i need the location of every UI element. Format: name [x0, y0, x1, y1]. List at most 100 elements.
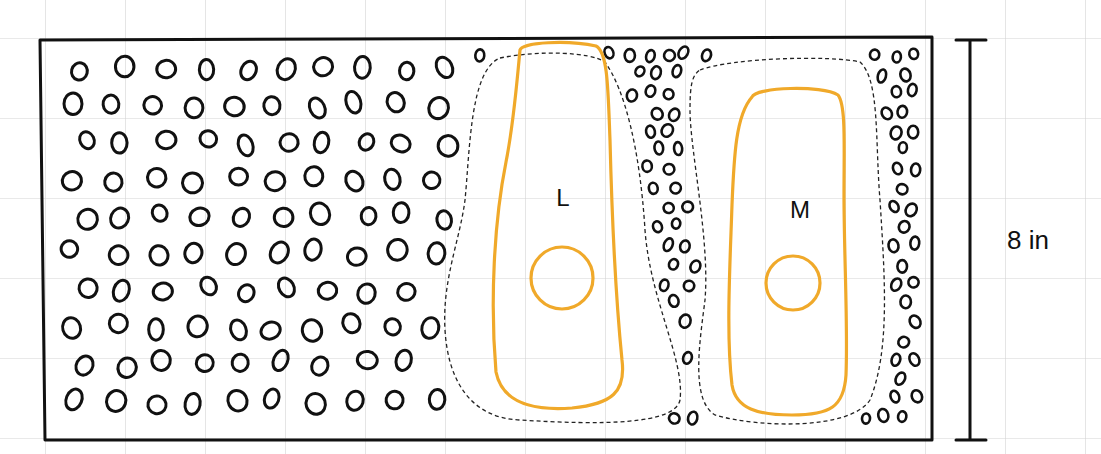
pebble [907, 314, 922, 330]
pebble [230, 168, 248, 185]
pebble [648, 182, 658, 194]
pebble [345, 246, 368, 268]
pebble [887, 239, 899, 253]
region-outline [722, 85, 857, 420]
pebble [107, 205, 131, 231]
pebble [343, 90, 363, 115]
pebble-region: L [488, 40, 630, 414]
pebble [223, 95, 246, 117]
region-label: M [790, 197, 810, 223]
container-outline [40, 37, 932, 440]
dimension-bracket [956, 40, 986, 440]
region-label: L [556, 185, 569, 211]
pebble [199, 59, 214, 80]
pebble [900, 295, 911, 308]
pebble [662, 48, 677, 63]
pebble [141, 94, 164, 117]
pebble [389, 132, 413, 154]
pebble [683, 280, 695, 292]
pebble [644, 84, 657, 98]
pebble [897, 105, 908, 118]
pebble [186, 314, 210, 339]
pebble [870, 49, 880, 60]
pebble [645, 125, 656, 139]
pebble [625, 49, 635, 62]
pebble [303, 237, 323, 261]
pebble [895, 182, 909, 196]
pebble [667, 258, 680, 271]
pebble [384, 90, 407, 114]
pebble [354, 56, 371, 79]
pebble [60, 316, 83, 341]
pebble [393, 202, 410, 223]
pebble [880, 106, 895, 121]
pebble [197, 128, 219, 150]
pebble [425, 94, 451, 121]
pebble [77, 129, 97, 151]
pebble [435, 210, 453, 231]
pebble [678, 313, 692, 329]
pebble [877, 408, 890, 423]
pebble [262, 387, 282, 410]
pebble [421, 170, 442, 190]
pebble [386, 238, 408, 261]
pebble [340, 311, 363, 335]
pebble [306, 95, 328, 120]
pebble [910, 389, 924, 404]
blob-outline [729, 88, 847, 415]
pebble [312, 131, 330, 154]
pebble [236, 133, 256, 158]
pebble [115, 356, 138, 380]
pebble [427, 242, 445, 264]
pebble [659, 279, 670, 292]
pebble [112, 133, 128, 154]
pebble [156, 59, 177, 79]
pebble [642, 160, 653, 172]
pebble [278, 131, 300, 153]
pebble [150, 203, 170, 224]
pebble [149, 319, 164, 341]
pebble [356, 350, 378, 370]
pebble [649, 106, 664, 122]
pebble [311, 55, 335, 79]
pebble [681, 201, 694, 214]
pebble [911, 163, 921, 177]
pebble [667, 411, 681, 425]
pebble [146, 394, 168, 415]
pebble [896, 335, 911, 350]
pebble [102, 95, 119, 114]
pebble [304, 166, 323, 186]
pebble [652, 220, 664, 233]
pebble [111, 278, 133, 303]
pebble [73, 353, 97, 378]
pebble [342, 168, 366, 194]
pebble [274, 207, 294, 227]
pebble [420, 316, 441, 340]
blob-outline [493, 43, 622, 409]
pebble [433, 54, 456, 80]
pebble [679, 239, 691, 253]
pebble [151, 350, 171, 371]
pebble [475, 49, 485, 62]
pebble [231, 353, 249, 372]
region-outline [488, 40, 630, 414]
pebble [687, 411, 699, 426]
pebble-region: M [722, 85, 857, 420]
pebble [671, 64, 683, 78]
pebble [662, 163, 675, 176]
pebble [236, 282, 257, 304]
pebble [107, 243, 131, 267]
pebble [360, 207, 377, 226]
pebble [357, 131, 377, 152]
pebble [60, 169, 84, 192]
pebble [194, 352, 217, 374]
dashed-boundary [445, 53, 681, 423]
pebble [907, 83, 918, 97]
core-circle [531, 247, 593, 309]
pebble [689, 259, 703, 274]
pebble [230, 205, 253, 229]
pebble [115, 56, 134, 77]
pebble [74, 206, 101, 233]
